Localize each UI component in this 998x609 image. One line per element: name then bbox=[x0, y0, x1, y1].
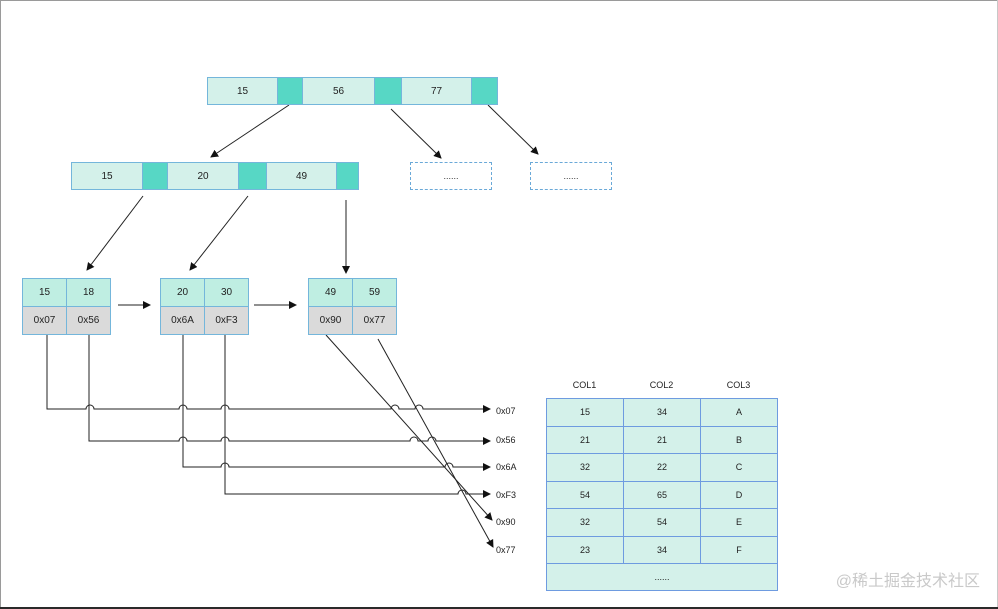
level2-key-3: 49 bbox=[266, 162, 337, 190]
root-key-1: 15 bbox=[207, 77, 278, 105]
frame-bottom-border bbox=[0, 607, 998, 609]
table-footer: ...... bbox=[546, 563, 778, 591]
table-cell: 54 bbox=[623, 508, 701, 537]
table-header-col1: COL1 bbox=[572, 380, 597, 390]
table-cell: 23 bbox=[546, 535, 624, 564]
table-row: 32 54 E bbox=[546, 508, 778, 537]
address-label-0xF3: 0xF3 bbox=[496, 490, 517, 500]
level2-pointer-3 bbox=[336, 162, 359, 190]
leaf3-key-1: 49 bbox=[308, 278, 353, 307]
frame-top-border bbox=[0, 0, 998, 1]
level2-to-leaf1-arrow bbox=[86, 195, 144, 271]
table-cell: F bbox=[700, 535, 778, 564]
wire-0x6A bbox=[182, 333, 491, 471]
root-pointer-3 bbox=[471, 77, 498, 105]
table-cell: C bbox=[700, 453, 778, 482]
table-cell: A bbox=[700, 398, 778, 427]
table-cell: 65 bbox=[623, 480, 701, 509]
root-to-placeholder1-arrow bbox=[390, 108, 442, 159]
frame-left-border bbox=[0, 0, 1, 609]
leaf1-addr-2: 0x56 bbox=[66, 306, 111, 335]
root-key-2: 56 bbox=[302, 77, 375, 105]
leaf2-addr-2: 0xF3 bbox=[204, 306, 249, 335]
table-row: 21 21 B bbox=[546, 425, 778, 454]
table-row: 23 34 F bbox=[546, 535, 778, 564]
table-cell: 15 bbox=[546, 398, 624, 427]
placeholder-node-2: ...... bbox=[530, 162, 612, 190]
data-table: 15 34 A 21 21 B 32 22 C 54 65 D 32 54 E … bbox=[546, 398, 778, 591]
leaf2-addr-1: 0x6A bbox=[160, 306, 205, 335]
table-row: 54 65 D bbox=[546, 480, 778, 509]
table-header-col3: COL3 bbox=[726, 380, 751, 390]
wire-0x77 bbox=[377, 338, 494, 548]
table-cell: E bbox=[700, 508, 778, 537]
leaf3-addr-1: 0x90 bbox=[308, 306, 353, 335]
table-cell: 34 bbox=[623, 535, 701, 564]
leaf1-key-2: 18 bbox=[66, 278, 111, 307]
wire-0x56 bbox=[88, 333, 491, 445]
table-cell: 22 bbox=[623, 453, 701, 482]
leaf3-addr-2: 0x77 bbox=[352, 306, 397, 335]
table-cell: D bbox=[700, 480, 778, 509]
root-pointer-1 bbox=[277, 77, 303, 105]
address-label-0x90: 0x90 bbox=[496, 517, 516, 527]
table-cell: 54 bbox=[546, 480, 624, 509]
address-label-0x07: 0x07 bbox=[496, 406, 516, 416]
root-to-level2-arrow bbox=[210, 104, 290, 158]
table-cell: 32 bbox=[546, 508, 624, 537]
leaf-node-1: 15 18 0x07 0x56 bbox=[22, 278, 111, 335]
root-pointer-2 bbox=[374, 77, 402, 105]
leaf-node-2: 20 30 0x6A 0xF3 bbox=[160, 278, 249, 335]
table-row: 15 34 A bbox=[546, 398, 778, 427]
watermark: @稀土掘金技术社区 bbox=[835, 573, 980, 590]
leaf1-key-1: 15 bbox=[22, 278, 67, 307]
root-key-3: 77 bbox=[401, 77, 472, 105]
root-node: 15 56 77 bbox=[207, 77, 498, 105]
wire-0x07 bbox=[46, 333, 491, 413]
table-cell: 21 bbox=[623, 425, 701, 454]
level2-key-2: 20 bbox=[167, 162, 239, 190]
leaf3-key-2: 59 bbox=[352, 278, 397, 307]
table-cell: 21 bbox=[546, 425, 624, 454]
table-cell: 32 bbox=[546, 453, 624, 482]
level2-pointer-2 bbox=[238, 162, 267, 190]
leaf-node-3: 49 59 0x90 0x77 bbox=[308, 278, 397, 335]
table-cell: 34 bbox=[623, 398, 701, 427]
table-header-col2: COL2 bbox=[649, 380, 674, 390]
placeholder-node-1: ...... bbox=[410, 162, 492, 190]
address-label-0x56: 0x56 bbox=[496, 435, 516, 445]
root-to-placeholder2-arrow bbox=[487, 104, 539, 155]
table-header: COL1 COL2 COL3 bbox=[546, 380, 777, 390]
level2-key-1: 15 bbox=[71, 162, 143, 190]
level2-node: 15 20 49 bbox=[71, 162, 359, 190]
address-label-0x6A: 0x6A bbox=[496, 462, 517, 472]
address-label-0x77: 0x77 bbox=[496, 545, 516, 555]
table-row: 32 22 C bbox=[546, 453, 778, 482]
level2-pointer-1 bbox=[142, 162, 168, 190]
table-cell: B bbox=[700, 425, 778, 454]
leaf2-key-2: 30 bbox=[204, 278, 249, 307]
leaf1-addr-1: 0x07 bbox=[22, 306, 67, 335]
level2-to-leaf2-arrow bbox=[189, 195, 249, 271]
leaf2-key-1: 20 bbox=[160, 278, 205, 307]
wire-0x90 bbox=[325, 334, 493, 521]
